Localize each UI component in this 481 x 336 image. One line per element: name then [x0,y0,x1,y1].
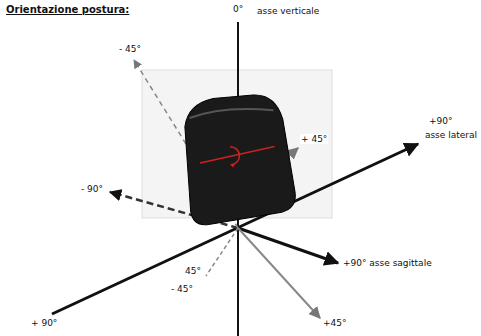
axis-label: 0° [232,4,244,14]
axis-label: asse lateral [424,130,478,140]
axis-label: +45° [322,318,348,328]
plus45-lower-arrow [238,228,320,318]
axis-label: - 45° [170,284,194,294]
axis-label: + 45° [300,134,328,144]
axis-label: + 90° [30,318,58,328]
axis-label: asse verticale [256,6,320,16]
title: Orientazione postura: [6,4,129,15]
axis-label: +90° [428,116,454,126]
axis-label: 45° [184,266,202,276]
sensor-device [176,89,298,227]
axis-label: - 45° [118,44,142,54]
axis-label: +90° asse sagittale [342,258,433,268]
axis-label: - 90° [80,184,104,194]
minus45-lower-arrow [206,228,238,276]
